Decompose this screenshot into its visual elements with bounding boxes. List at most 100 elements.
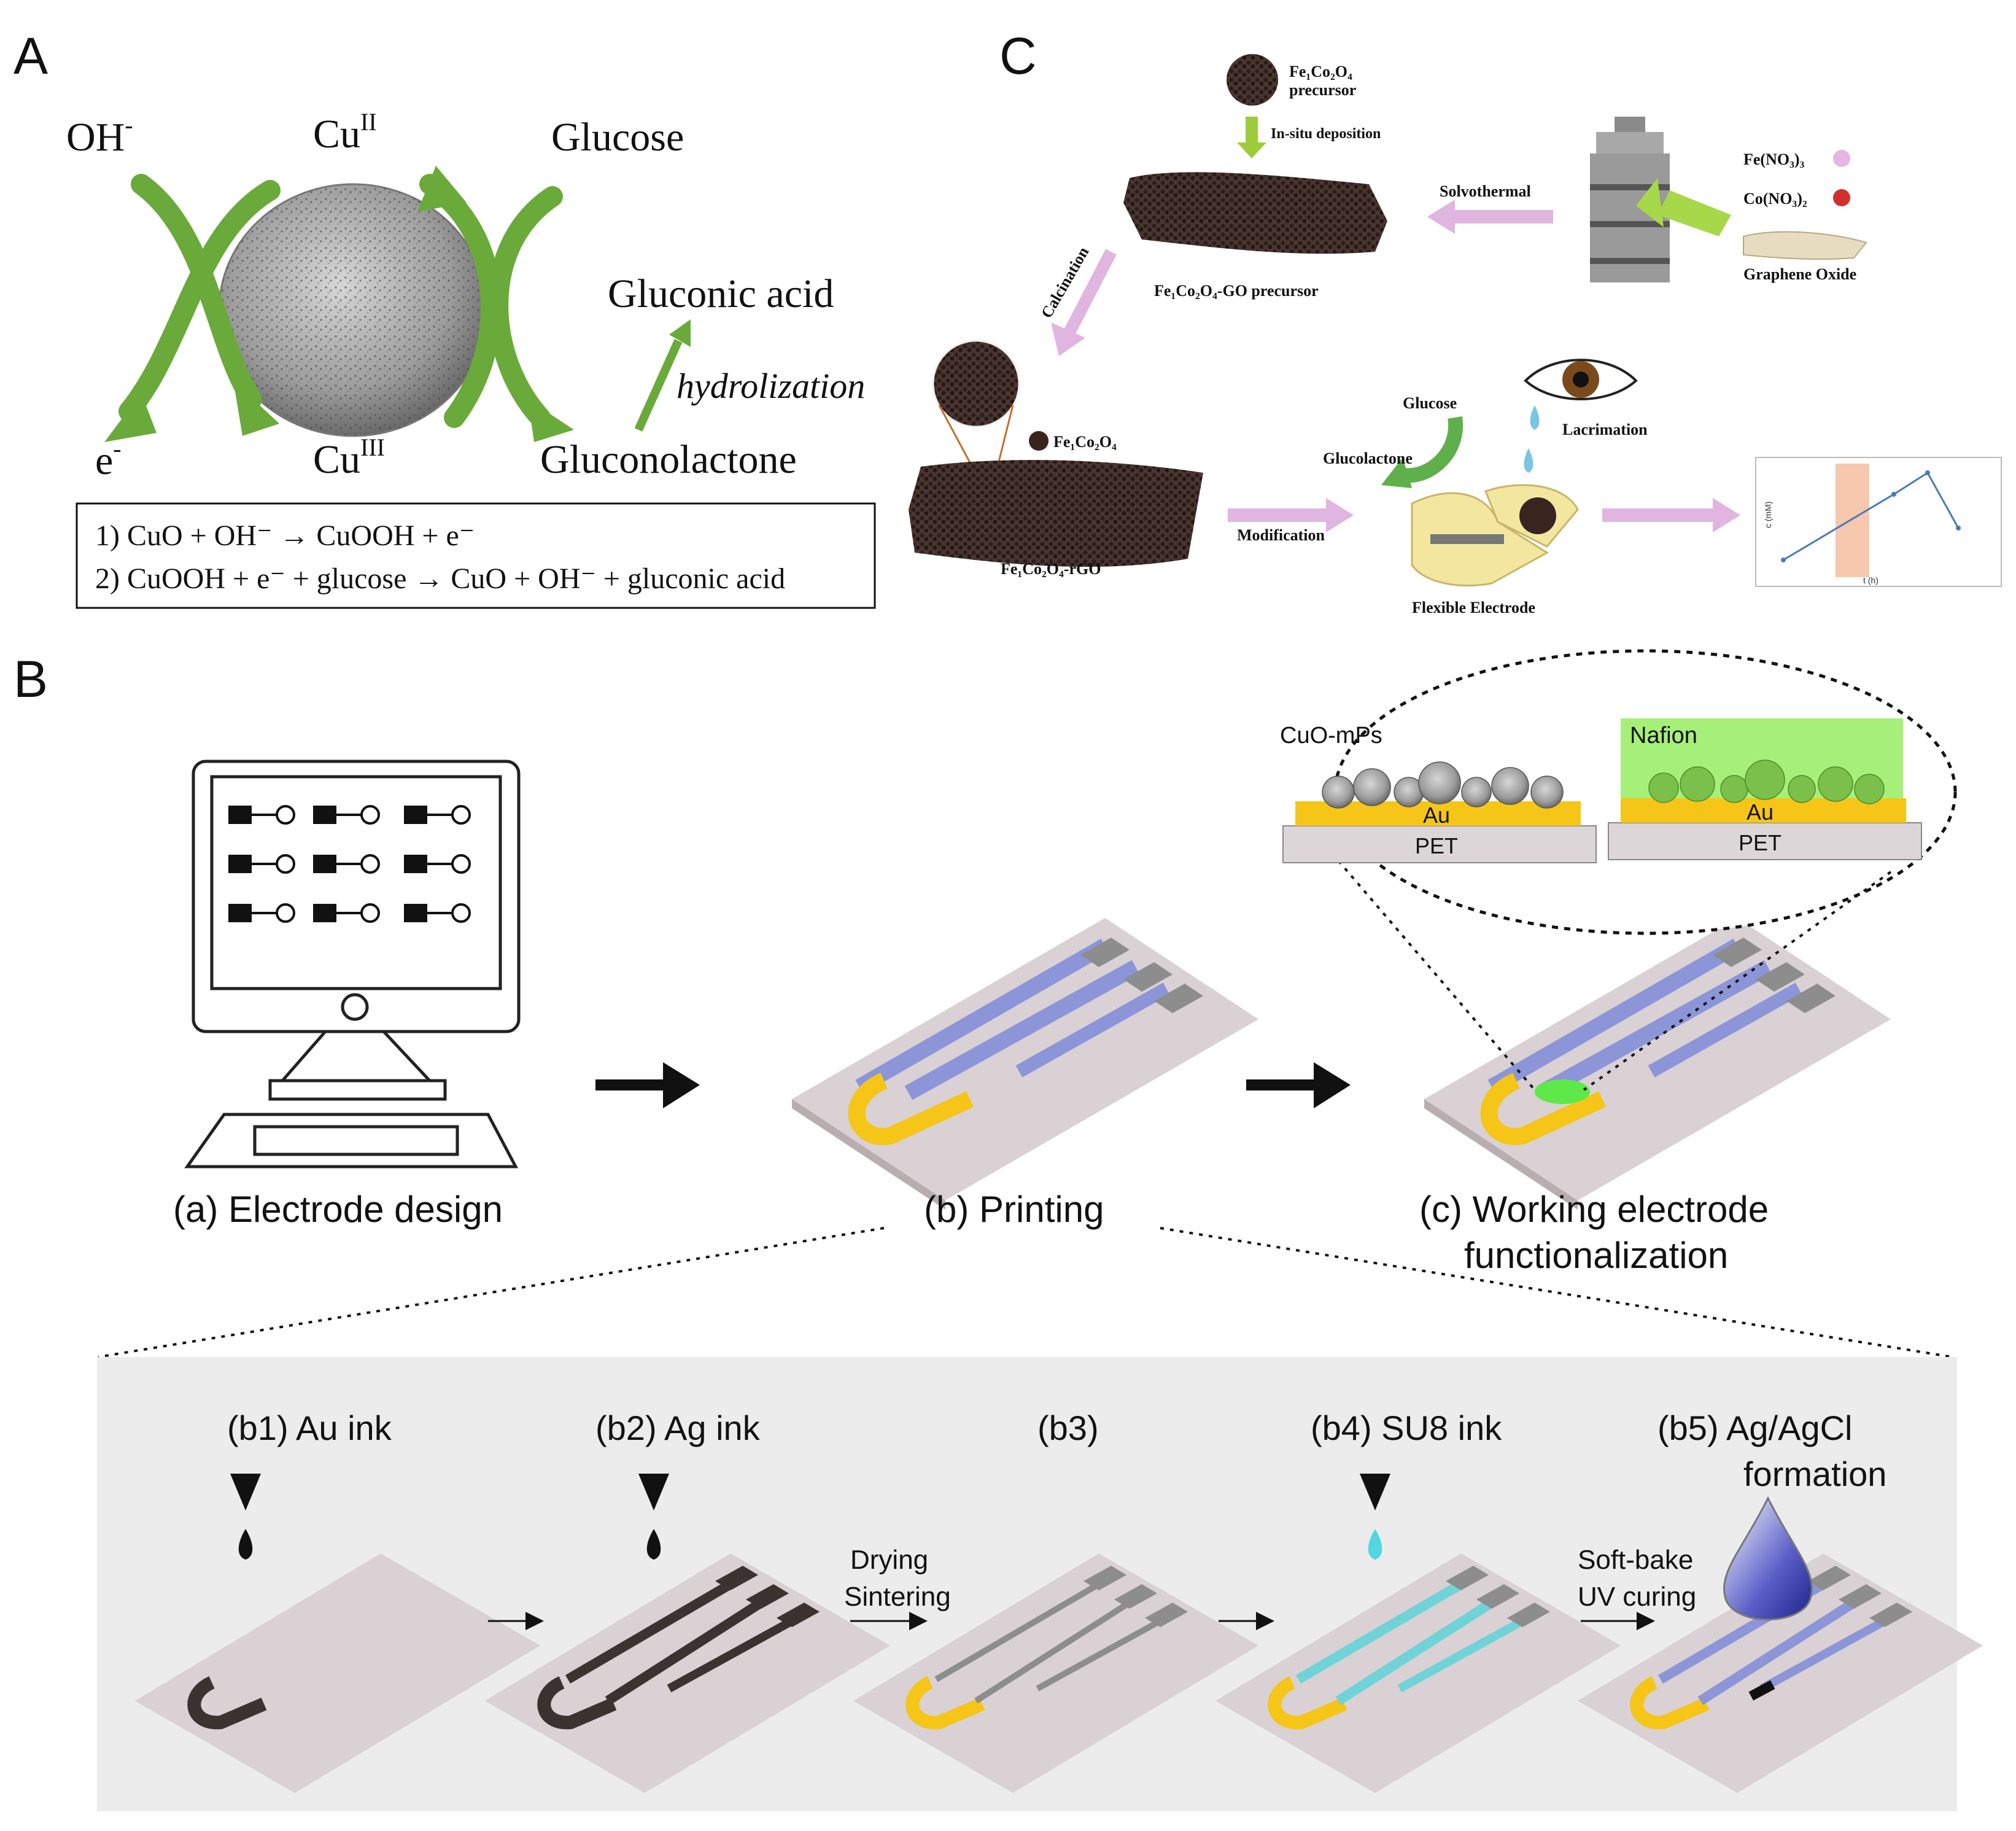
b2-label: (b2) Ag ink (595, 1409, 761, 1447)
glucose-c-label: Glucose (1403, 394, 1457, 412)
go-precursor-sheet (1123, 172, 1387, 254)
nafion-label: Nafion (1630, 723, 1697, 748)
b5-label-1: (b5) Ag/AgCl (1657, 1409, 1853, 1447)
computer-icon (184, 760, 521, 1168)
head-4 (528, 399, 574, 442)
output-arrow (1602, 498, 1740, 532)
head-1 (233, 381, 279, 436)
gluconic-acid-label: Gluconic acid (608, 271, 834, 316)
fe-nitrate-dot (1833, 150, 1850, 167)
inset-line-right (1160, 1227, 1953, 1358)
redox-arrowheads (104, 166, 574, 442)
precursor-sphere (1227, 54, 1278, 106)
b3-label: (b3) (1037, 1409, 1099, 1447)
lacrimation-label: Lacrimation (1562, 421, 1648, 438)
solvothermal-arrow (1427, 200, 1553, 234)
eye-icon (1524, 359, 1638, 400)
arrow-oh-in (131, 174, 262, 410)
redox-arrows (118, 174, 563, 428)
b1-substrate (135, 1553, 540, 1793)
panel-c-label: C (999, 27, 1037, 85)
electrode-layout-traces (252, 805, 471, 923)
fecoo-label: Fe₁Co₂O₄ (1053, 433, 1117, 451)
step-c-caption-2: functionalization (1464, 1235, 1728, 1276)
plot-ylabel: c (mM) (1763, 501, 1773, 528)
agcl-drop (1723, 1496, 1813, 1620)
softbake-label: Soft-bake (1578, 1545, 1693, 1575)
rgo-label: Fe₁Co₂O₄-rGO (1001, 560, 1101, 578)
step-a-caption: (a) Electrode design (173, 1189, 503, 1230)
modification-label: Modification (1237, 526, 1325, 544)
solvothermal-label: Solvothermal (1440, 182, 1531, 200)
nozzle-icons (230, 1474, 1390, 1510)
working-electrode-spot (1535, 1079, 1590, 1104)
magnifier-line-right (1583, 871, 1892, 1091)
feed-arrow (1636, 178, 1731, 236)
au-label-right: Au (1747, 799, 1774, 825)
b4-substrate (1215, 1553, 1621, 1793)
b3-substrate (853, 1553, 1258, 1793)
in-situ-arrow (1237, 117, 1266, 158)
head-3 (417, 166, 467, 212)
printed-electrode (792, 918, 1258, 1210)
b2-substrate (485, 1553, 890, 1793)
b5-substrate (1578, 1553, 1983, 1793)
sintering-label: Sintering (844, 1582, 951, 1612)
ink-drops (238, 1529, 1382, 1560)
nanoparticle-zoom (932, 340, 1020, 428)
step-c-caption-1: (c) Working electrode (1419, 1189, 1769, 1230)
calcination-arrow (1051, 249, 1117, 356)
oh-label: OH- (66, 111, 133, 160)
arrow-glucose-in (487, 186, 563, 428)
cross-section-cuo (1282, 761, 1597, 863)
plot-line (1783, 471, 1960, 561)
equation-1: 1) CuO + OH⁻ → CuOOH + e⁻ (95, 519, 475, 552)
step-b-caption: (b) Printing (924, 1189, 1104, 1230)
panel-b: B (14, 649, 1983, 1811)
modification-arrow (1228, 498, 1354, 532)
plot-xlabel: t (h) (1863, 575, 1878, 585)
cuo-particle (218, 183, 488, 437)
process-arrow-2 (1246, 1062, 1351, 1108)
equation-2: 2) CuOOH + e⁻ + glucose → CuO + OH⁻ + gl… (95, 562, 785, 595)
glucose-cycle-head (1381, 457, 1412, 488)
pet-label-right: PET (1739, 830, 1781, 855)
cuo-mps-label: CuO-mPs (1280, 723, 1382, 748)
cu3-label: CuIII (313, 433, 385, 482)
precursor-label-1: Fe₁Co₂O₄ (1289, 63, 1352, 80)
hydrolization-arrow (634, 319, 691, 432)
magnifier-line-left (1331, 852, 1536, 1091)
precursor-label-2: precursor (1289, 81, 1356, 99)
b4-label: (b4) SU8 ink (1311, 1409, 1502, 1447)
arrow-electron-out (118, 180, 281, 422)
co-nitrate-label: Co(NO₃)₂ (1743, 190, 1807, 208)
b1-label: (b1) Au ink (227, 1409, 392, 1447)
panel-a-label: A (14, 27, 48, 85)
panel-b-label: B (14, 650, 48, 708)
flexible-electrode-icon (1411, 484, 1579, 587)
concentration-plot: c (mM) t (h) (1755, 457, 2002, 587)
fecoo-dot (1029, 431, 1049, 451)
b5-label-2: formation (1743, 1455, 1886, 1493)
drying-label: Drying (850, 1545, 928, 1575)
process-arrow-1 (595, 1062, 700, 1108)
go-precursor-label: Fe₁Co₂O₄-GO precursor (1154, 282, 1319, 300)
equation-box (76, 502, 876, 609)
fe-nitrate-label: Fe(NO₃)₃ (1743, 150, 1805, 168)
flexible-electrode-label: Flexible Electrode (1412, 599, 1535, 616)
inset-line-left (98, 1227, 885, 1358)
electron-label: e- (95, 435, 122, 483)
electrode-layout-grid (228, 806, 427, 922)
rgo-sheet (909, 460, 1203, 567)
glucose-label: Glucose (551, 115, 684, 160)
glucolactone-label: Glucolactone (1323, 449, 1413, 467)
functionalized-electrode (1424, 918, 1891, 1210)
uvcuring-label: UV curing (1578, 1582, 1696, 1612)
co-nitrate-dot (1833, 189, 1850, 206)
tear-drops (1524, 405, 1540, 473)
panel-a: A OH- CuII Glucose e- CuIII Gluconolacto… (14, 27, 876, 609)
pet-label-left: PET (1415, 833, 1458, 858)
in-situ-label: In-situ deposition (1271, 126, 1381, 142)
plot-highlight (1836, 464, 1869, 577)
